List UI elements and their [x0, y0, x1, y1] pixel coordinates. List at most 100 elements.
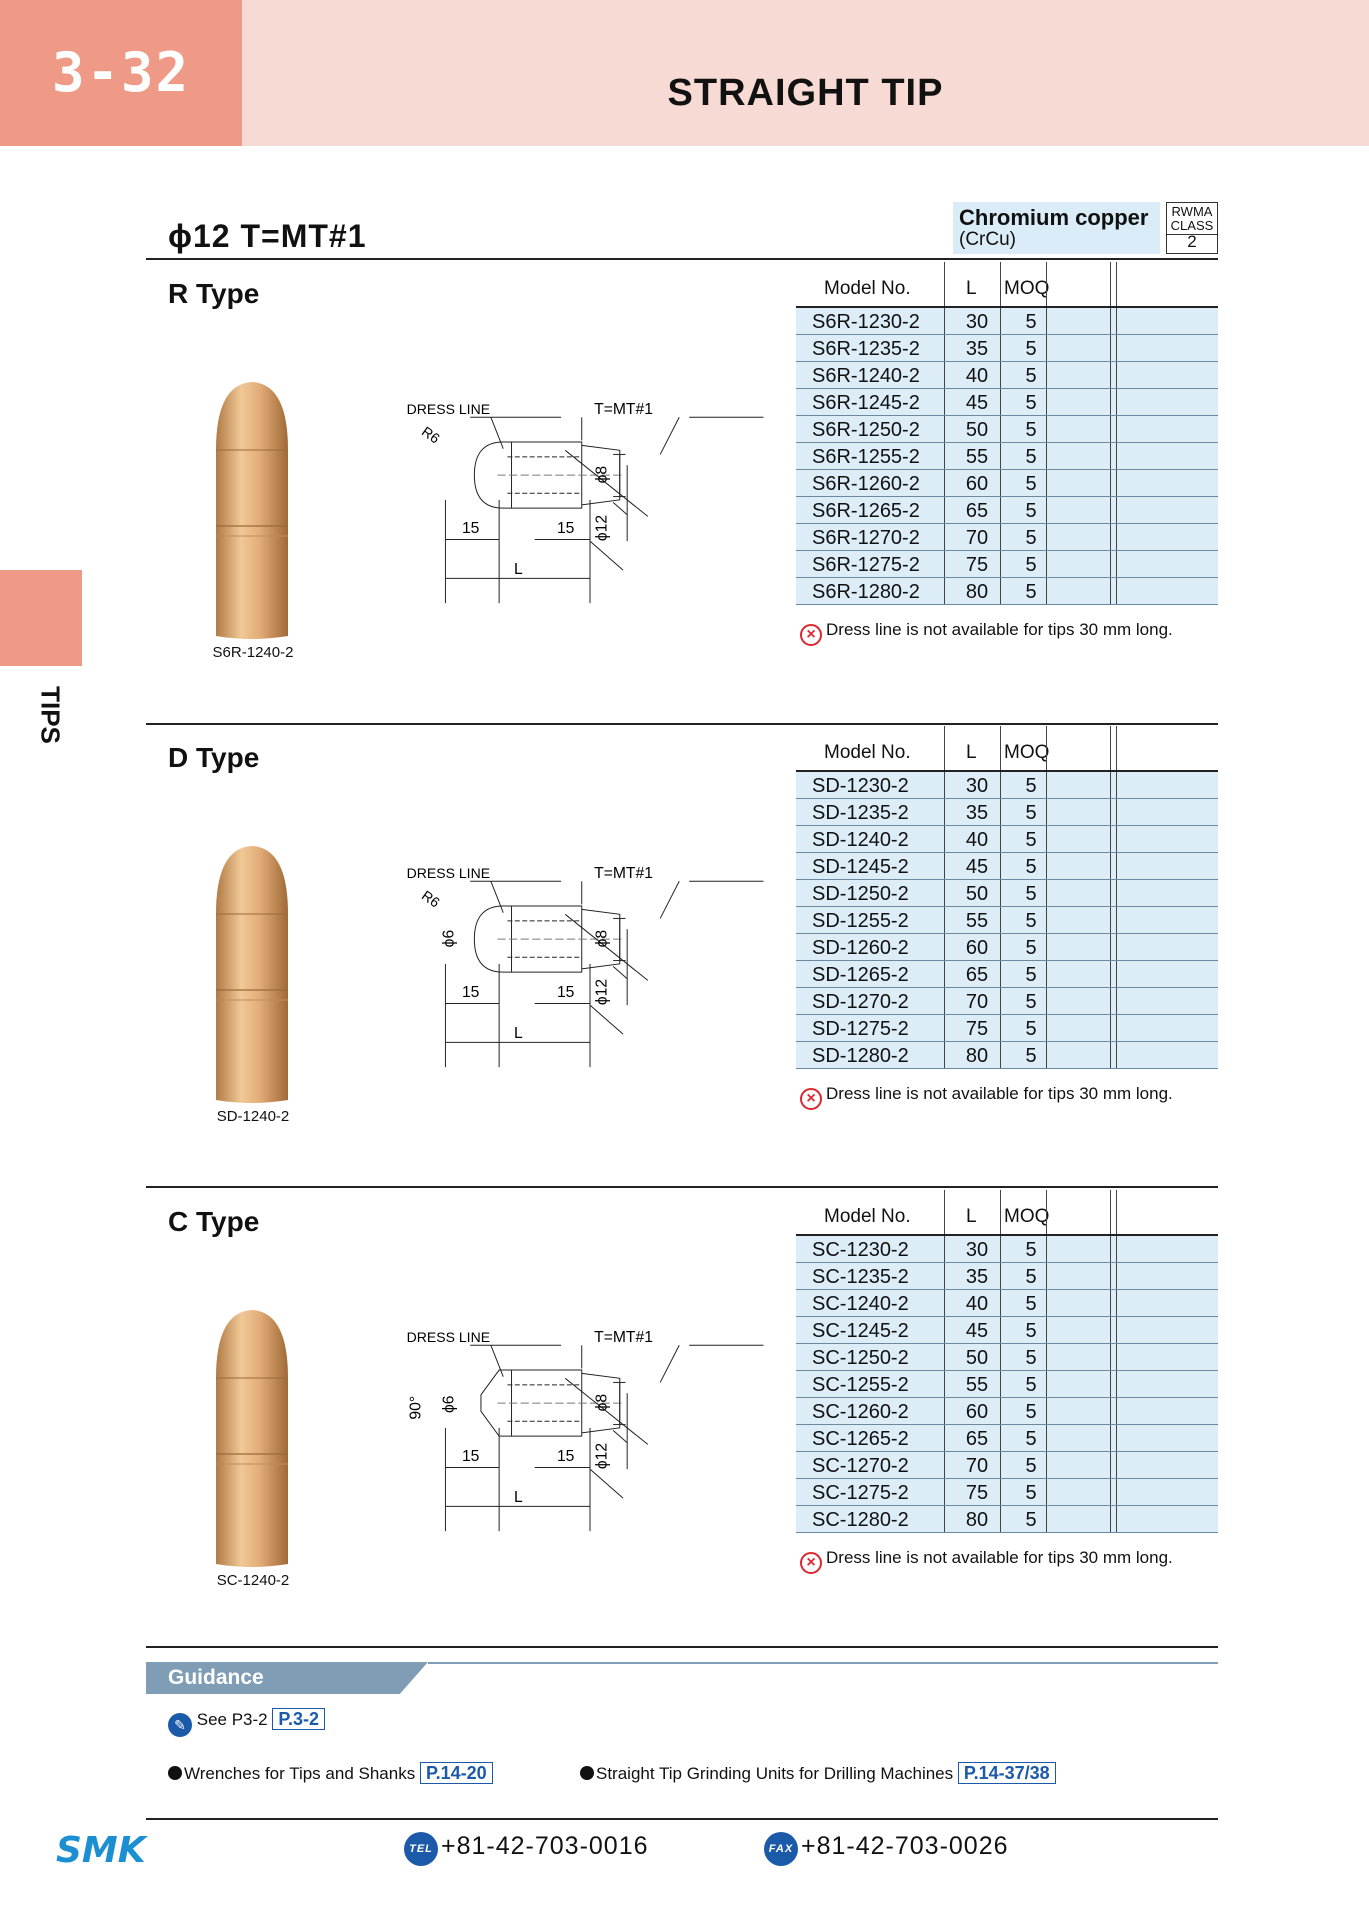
header-length: L [966, 1206, 977, 1227]
rwma-line1: RWMA [1171, 204, 1213, 219]
moq-cell: 5 [1025, 527, 1037, 549]
svg-text:ϕ6: ϕ6 [441, 1395, 458, 1413]
svg-text:R6: R6 [419, 423, 443, 447]
side-tab-marker [0, 570, 82, 666]
model-number-cell: SD-1255-2 [812, 910, 909, 932]
moq-cell: 5 [1025, 311, 1037, 333]
length-cell: 65 [965, 1428, 989, 1450]
svg-text:DRESS LINE: DRESS LINE [407, 1329, 490, 1345]
length-cell: 75 [965, 1018, 989, 1040]
moq-cell: 5 [1025, 1018, 1037, 1040]
header-moq: MOQ [1004, 1206, 1050, 1227]
model-number-cell: SC-1265-2 [812, 1428, 909, 1450]
material-name: Chromium copper [959, 205, 1149, 230]
dress-line-note: ×Dress line is not available for tips 30… [800, 1548, 1173, 1574]
page-number: 3-32 [0, 0, 242, 146]
model-number-cell: S6R-1270-2 [812, 527, 920, 549]
moq-cell: 5 [1025, 1482, 1037, 1504]
length-cell: 40 [965, 829, 989, 851]
svg-text:15: 15 [557, 520, 575, 537]
header-model-no: Model No. [824, 1206, 911, 1227]
header-moq: MOQ [1004, 742, 1050, 763]
svg-text:T=MT#1: T=MT#1 [594, 401, 653, 418]
length-cell: 40 [965, 1293, 989, 1315]
svg-text:ϕ8: ϕ8 [594, 466, 611, 484]
svg-text:ϕ8: ϕ8 [594, 1394, 611, 1412]
svg-text:L: L [514, 561, 523, 578]
svg-text:T=MT#1: T=MT#1 [594, 865, 653, 882]
model-number-cell: SD-1230-2 [812, 775, 909, 797]
length-cell: 35 [965, 802, 989, 824]
svg-text:15: 15 [557, 1448, 575, 1465]
moq-cell: 5 [1025, 1266, 1037, 1288]
moq-cell: 5 [1025, 1374, 1037, 1396]
divider [146, 258, 1218, 260]
table-header: Model No. L MOQ [796, 726, 1218, 772]
length-cell: 80 [965, 581, 989, 603]
length-cell: 30 [965, 1239, 989, 1261]
technical-drawing: DRESS LINE T=MT#1 ϕ8 ϕ12 15 15 L ϕ6 90° [407, 1329, 764, 1532]
length-cell: 70 [965, 991, 989, 1013]
material-box: Chromium copper (CrCu) [953, 202, 1160, 254]
length-cell: 70 [965, 527, 989, 549]
length-cell: 80 [965, 1509, 989, 1531]
moq-cell: 5 [1025, 883, 1037, 905]
length-cell: 65 [965, 500, 989, 522]
ref2-link[interactable]: P.14-37/38 [957, 1762, 1056, 1784]
guidance-title: Guidance [146, 1662, 428, 1694]
moq-cell: 5 [1025, 500, 1037, 522]
length-cell: 55 [965, 446, 989, 468]
moq-cell: 5 [1025, 1401, 1037, 1423]
warning-icon: × [800, 1088, 822, 1110]
model-number-cell: S6R-1255-2 [812, 446, 920, 468]
footer-rule [146, 1818, 1218, 1820]
tip-photo [216, 1310, 288, 1567]
warning-icon: × [800, 1552, 822, 1574]
material-code: (CrCu) [959, 229, 1016, 250]
ref2-text: Straight Tip Grinding Units for Drilling… [596, 1764, 954, 1783]
see-link[interactable]: P.3-2 [272, 1708, 326, 1730]
ref1-link[interactable]: P.14-20 [419, 1762, 493, 1784]
length-cell: 60 [965, 937, 989, 959]
page-header: 3-32 STRAIGHT TIP [0, 0, 1369, 146]
product-section: D Type SD-1240-2 [0, 726, 1369, 1186]
length-cell: 45 [965, 856, 989, 878]
model-number-cell: SD-1250-2 [812, 883, 909, 905]
moq-cell: 5 [1025, 829, 1037, 851]
header-model-no: Model No. [824, 742, 911, 763]
length-cell: 30 [965, 775, 989, 797]
model-number-cell: S6R-1280-2 [812, 581, 920, 603]
header-moq: MOQ [1004, 278, 1050, 299]
moq-cell: 5 [1025, 365, 1037, 387]
length-cell: 50 [965, 1347, 989, 1369]
svg-text:R6: R6 [419, 887, 443, 911]
fax-contact: FAX+81-42-703-0026 [764, 1832, 1009, 1866]
fax-icon: FAX [764, 1832, 798, 1866]
model-number-cell: S6R-1245-2 [812, 392, 920, 414]
divider [146, 1186, 1218, 1188]
moq-cell: 5 [1025, 419, 1037, 441]
model-number-cell: SD-1235-2 [812, 802, 909, 824]
moq-cell: 5 [1025, 1347, 1037, 1369]
section-title: R Type [168, 278, 260, 309]
moq-cell: 5 [1025, 937, 1037, 959]
model-number-cell: SC-1270-2 [812, 1455, 909, 1477]
length-cell: 75 [965, 554, 989, 576]
model-number-cell: S6R-1260-2 [812, 473, 920, 495]
model-number-cell: S6R-1235-2 [812, 338, 920, 360]
